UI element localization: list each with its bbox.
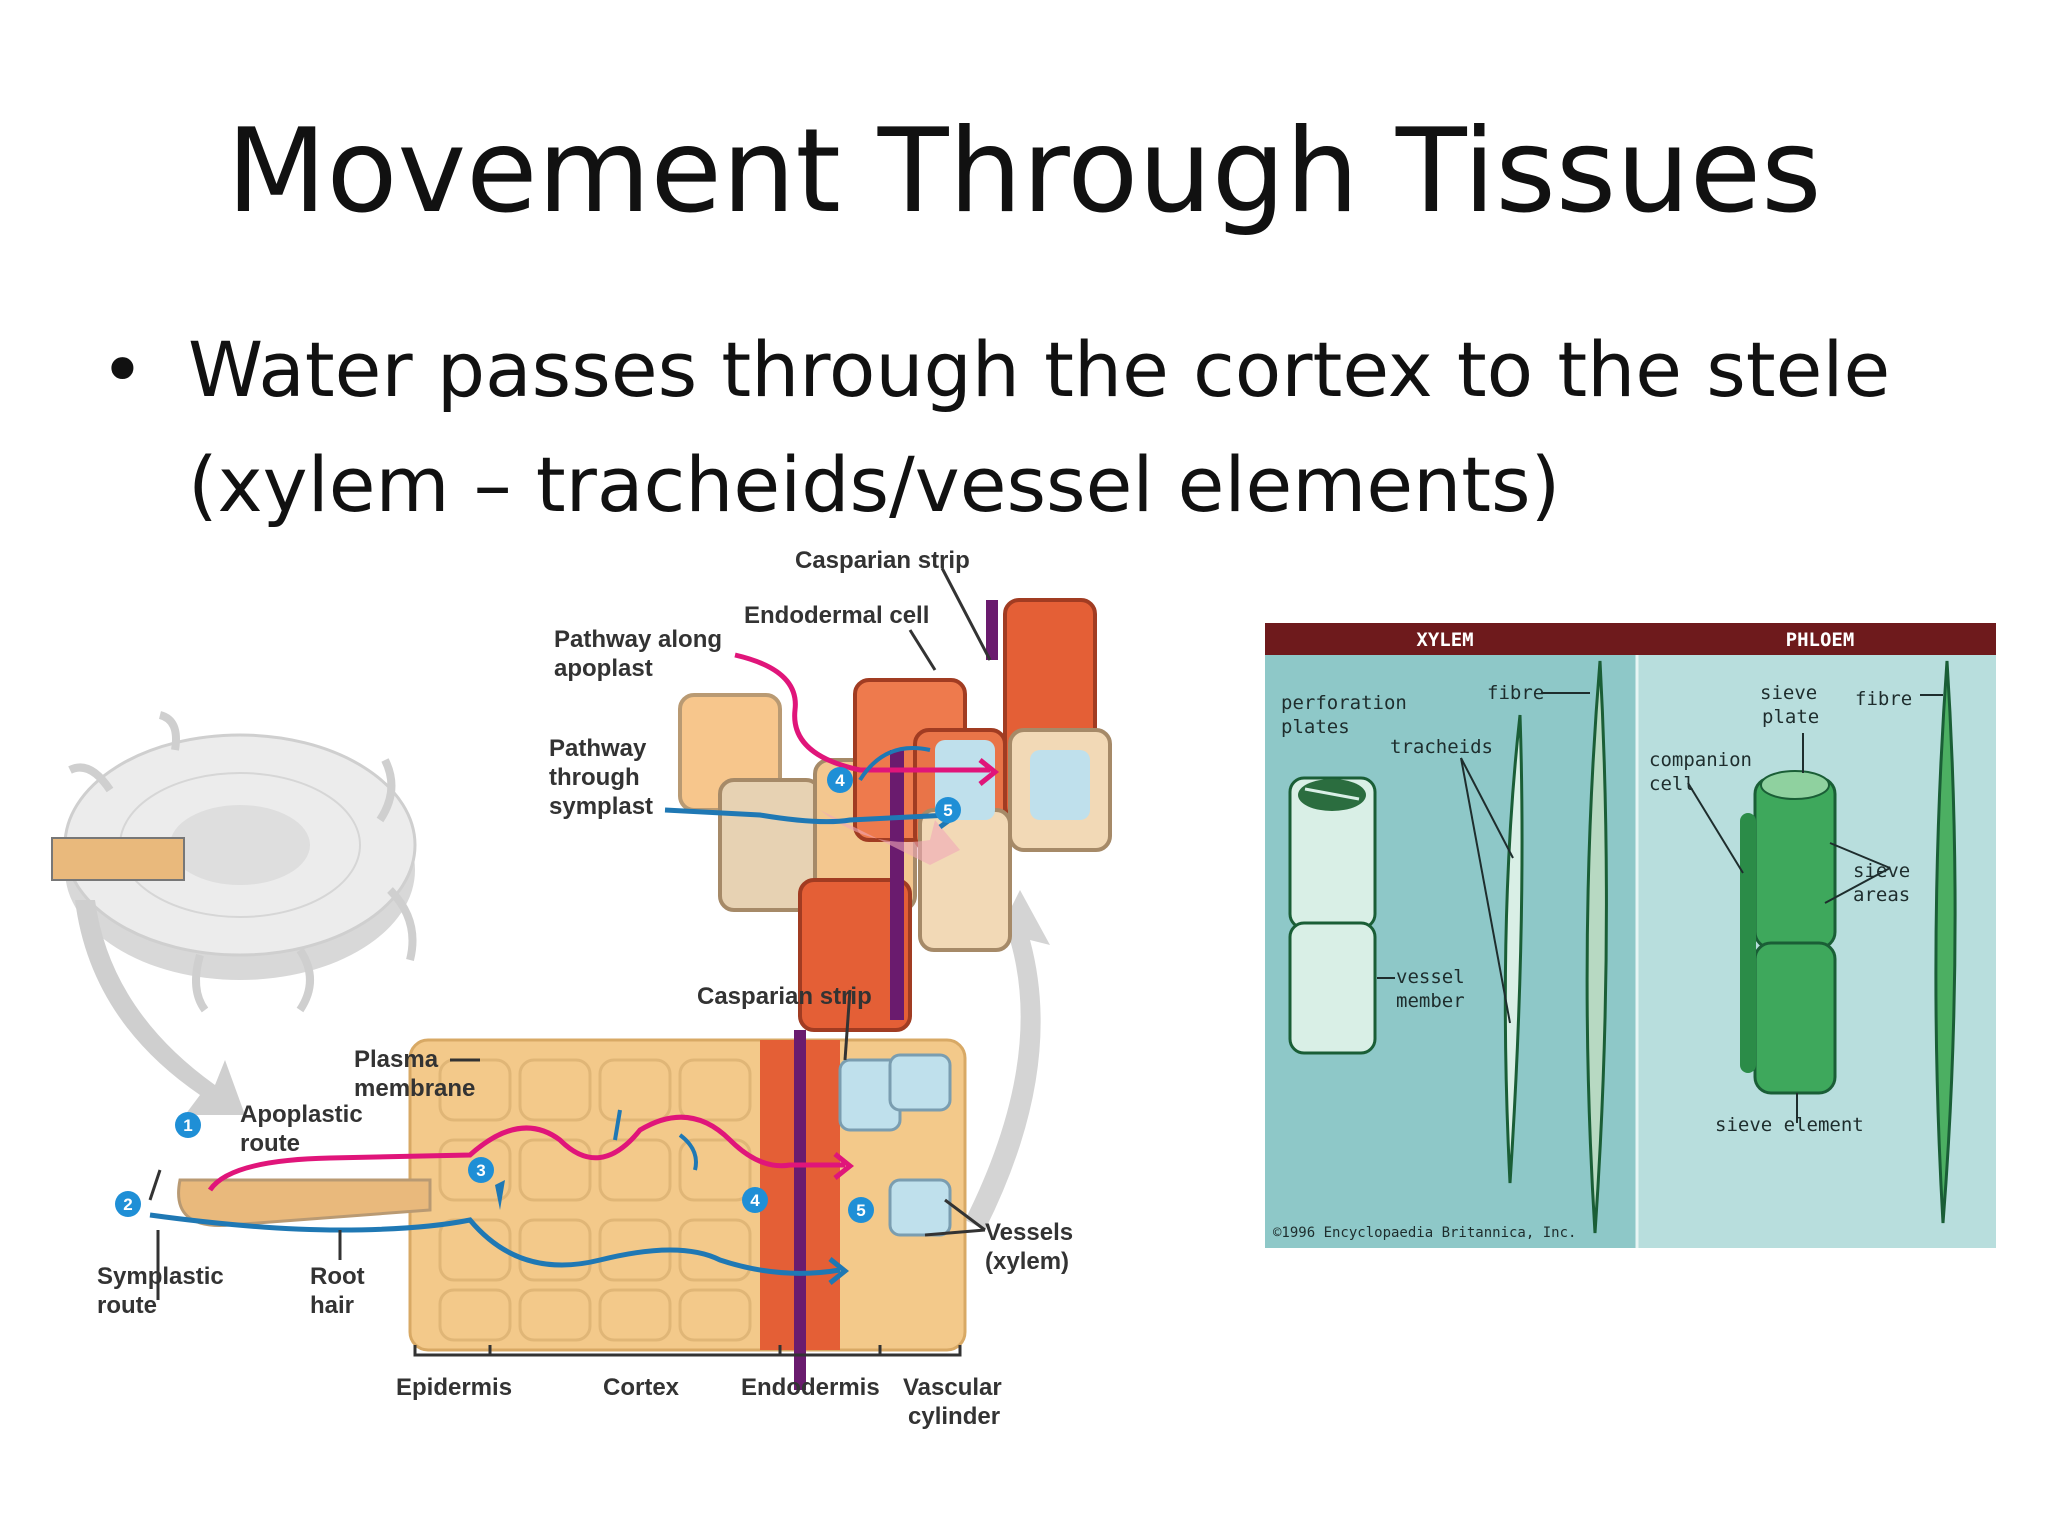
- panel-leader-lines: [1377, 692, 1943, 1123]
- apoplast-pathway-top: [734, 652, 990, 773]
- label-vessels-1: Vessels: [985, 1219, 1073, 1246]
- sieve-element-illustration: [1740, 770, 1837, 1095]
- label-plasma-membrane-1: Plasma: [354, 1046, 439, 1073]
- label-symplastic-route-2: route: [97, 1292, 157, 1319]
- copyright-note: ©1996 Encyclopaedia Britannica, Inc.: [1273, 1225, 1576, 1241]
- apoplastic-route-line: [207, 1114, 845, 1192]
- symplast-pathway-top: [664, 807, 951, 825]
- label-sieve-areas-1: sieve: [1853, 860, 1910, 882]
- label-companion-1: companion: [1649, 749, 1752, 771]
- label-vascular-2: cylinder: [908, 1403, 1000, 1430]
- svg-text:2: 2: [123, 1195, 132, 1214]
- label-pathway-symplast-3: symplast: [549, 793, 653, 820]
- symplastic-route-line: [149, 1212, 841, 1276]
- phloem-header: PHLOEM: [1786, 629, 1855, 651]
- label-companion-2: cell: [1649, 773, 1695, 795]
- marker-5-icon: [848, 1197, 874, 1223]
- xylem-phloem-panel: XYLEM PHLOEM perforation plates fibre tr…: [1265, 623, 1996, 1248]
- label-plasma-membrane-2: membrane: [354, 1075, 475, 1102]
- label-endodermis: Endodermis: [741, 1374, 880, 1401]
- label-symplastic-route-1: Symplastic: [97, 1263, 224, 1290]
- root-pathway-diagram: 1 2 3 4 5 4 5 Casparian strip Endodermal…: [51, 547, 1112, 1430]
- label-pathway-apoplast-1: Pathway along: [554, 626, 722, 653]
- leader-lines: [148, 567, 992, 1300]
- label-vessels-2: (xylem): [985, 1248, 1069, 1275]
- label-root-hair-1: Root: [310, 1263, 365, 1290]
- label-fibre-phloem: fibre: [1855, 688, 1912, 710]
- xylem-fibre-illustration: [1585, 660, 1608, 1234]
- marker-4-icon: [742, 1187, 768, 1213]
- label-sieve-element: sieve element: [1715, 1114, 1864, 1136]
- marker-3-icon: [468, 1157, 494, 1183]
- upward-arrow-icon: [965, 890, 1050, 1230]
- label-root-hair-2: hair: [310, 1292, 354, 1319]
- bullet-text: Water passes through the cortex to the s…: [188, 325, 1891, 529]
- label-fibre-xylem: fibre: [1487, 682, 1544, 704]
- label-perforation-1: perforation: [1281, 692, 1407, 714]
- label-pathway-apoplast-2: apoplast: [554, 655, 653, 682]
- label-tracheids: tracheids: [1390, 736, 1493, 758]
- svg-text:5: 5: [943, 801, 952, 820]
- label-casparian-strip-mid: Casparian strip: [697, 983, 872, 1010]
- label-perforation-2: plates: [1281, 716, 1350, 738]
- label-apoplastic-route-1: Apoplastic: [240, 1101, 363, 1128]
- zoom-box: [51, 837, 185, 881]
- vessel-member-illustration: [1288, 776, 1377, 1055]
- label-sieve-plate-2: plate: [1762, 706, 1819, 728]
- zoom-arrow-icon: [75, 900, 245, 1115]
- svg-text:4: 4: [835, 771, 845, 790]
- xylem-header: XYLEM: [1416, 629, 1473, 651]
- label-casparian-strip-top: Casparian strip: [795, 547, 970, 574]
- label-pathway-symplast-1: Pathway: [549, 735, 647, 762]
- phloem-fibre-illustration: [1934, 660, 1957, 1224]
- cortex-cell-sheet: [177, 1030, 967, 1390]
- marker-1-icon: [175, 1112, 201, 1138]
- label-cortex: Cortex: [603, 1374, 680, 1401]
- endodermis-3d-block: [678, 598, 1112, 1032]
- svg-text:3: 3: [476, 1161, 485, 1180]
- svg-text:1: 1: [183, 1116, 192, 1135]
- label-vascular-1: Vascular: [903, 1374, 1002, 1401]
- svg-text:4: 4: [750, 1191, 760, 1210]
- label-apoplastic-route-2: route: [240, 1130, 300, 1157]
- label-sieve-plate-1: sieve: [1760, 682, 1817, 704]
- tissue-braces: [413, 1345, 962, 1357]
- marker-4-top-icon: [827, 767, 853, 793]
- step-markers: 1 2 3 4 5 4 5: [115, 767, 961, 1223]
- label-epidermis: Epidermis: [396, 1374, 512, 1401]
- bullet-dot-icon: •: [100, 325, 145, 414]
- label-sieve-areas-2: areas: [1853, 884, 1910, 906]
- marker-5-top-icon: [935, 797, 961, 823]
- label-pathway-symplast-2: through: [549, 764, 640, 791]
- tracheid-illustration: [1503, 714, 1524, 1184]
- label-vessel-2: member: [1396, 990, 1465, 1012]
- label-vessel-1: vessel: [1396, 966, 1465, 988]
- label-endodermal-cell: Endodermal cell: [744, 602, 929, 629]
- marker-2-icon: [115, 1191, 141, 1217]
- slide-title: Movement Through Tissues: [226, 104, 1822, 239]
- svg-text:5: 5: [856, 1201, 865, 1220]
